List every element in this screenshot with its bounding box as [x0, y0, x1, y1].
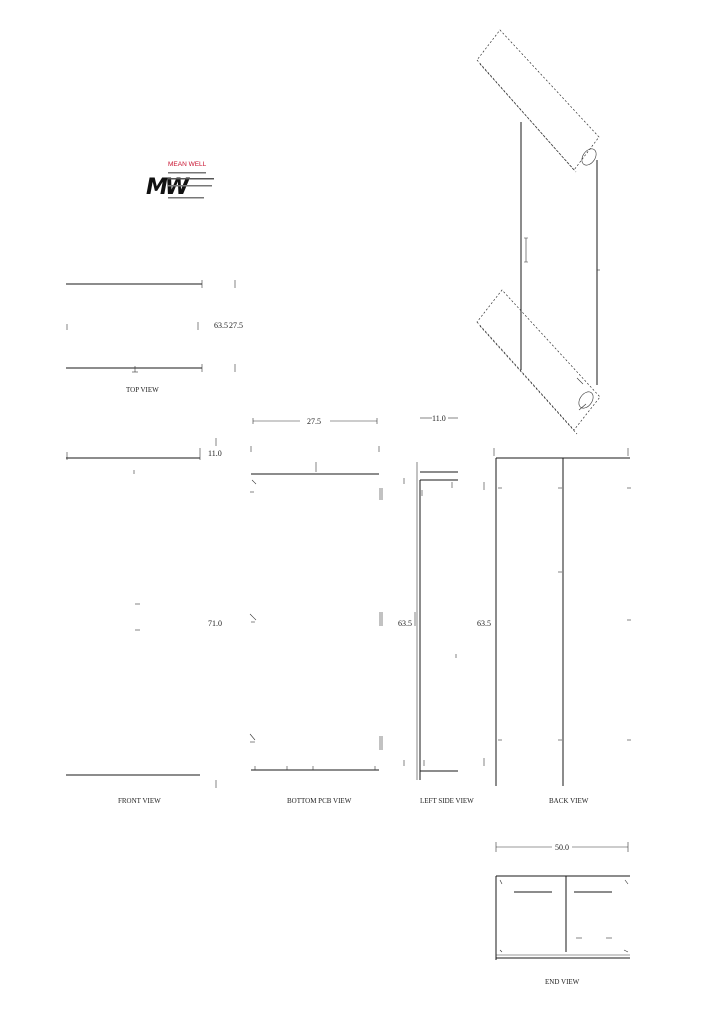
dimension-bottom-width: 50.0 — [555, 843, 569, 852]
label-end-view: END VIEW — [545, 978, 580, 986]
back-view: 63.5 BACK VIEW — [477, 448, 631, 805]
label-left-side-view: LEFT SIDE VIEW — [420, 797, 474, 805]
logo-text-line — [168, 185, 212, 187]
label-top-view: TOP VIEW — [126, 386, 159, 394]
end-view: 50.0 END VIEW — [495, 842, 630, 986]
logo-text-line — [168, 178, 214, 180]
isometric-view — [476, 29, 601, 435]
top-view: 63.5 27.5 TOP VIEW — [66, 280, 243, 394]
logo-text-line — [168, 172, 206, 174]
dimension-top-width: 27.5 — [229, 321, 243, 330]
left-side-view: 11.0 63.5 LEFT SIDE VIEW — [398, 414, 474, 805]
bottom-pcb-view: 27.5 BOTTOM PCB VIEW — [249, 417, 383, 805]
logo-brand-text: MEAN WELL — [168, 161, 207, 168]
dimension-top-height: 63.5 — [214, 321, 228, 330]
dimension-length-left: 71.0 — [208, 619, 222, 628]
label-bottom-pcb-view: BOTTOM PCB VIEW — [287, 797, 352, 805]
front-view: 11.0 71.0 FRONT VIEW — [66, 438, 222, 805]
dimension-side-depth: 11.0 — [432, 414, 446, 423]
label-back-view: BACK VIEW — [549, 797, 589, 805]
label-front-view: FRONT VIEW — [118, 797, 161, 805]
company-logo: MW MEAN WELL — [146, 161, 214, 200]
logo-text-line — [168, 197, 204, 199]
dimension-front-offset: 11.0 — [208, 449, 222, 458]
dimension-length-mid: 63.5 — [398, 619, 412, 628]
dimension-top-width-span: 27.5 — [307, 417, 321, 426]
dimension-length-right: 63.5 — [477, 619, 491, 628]
